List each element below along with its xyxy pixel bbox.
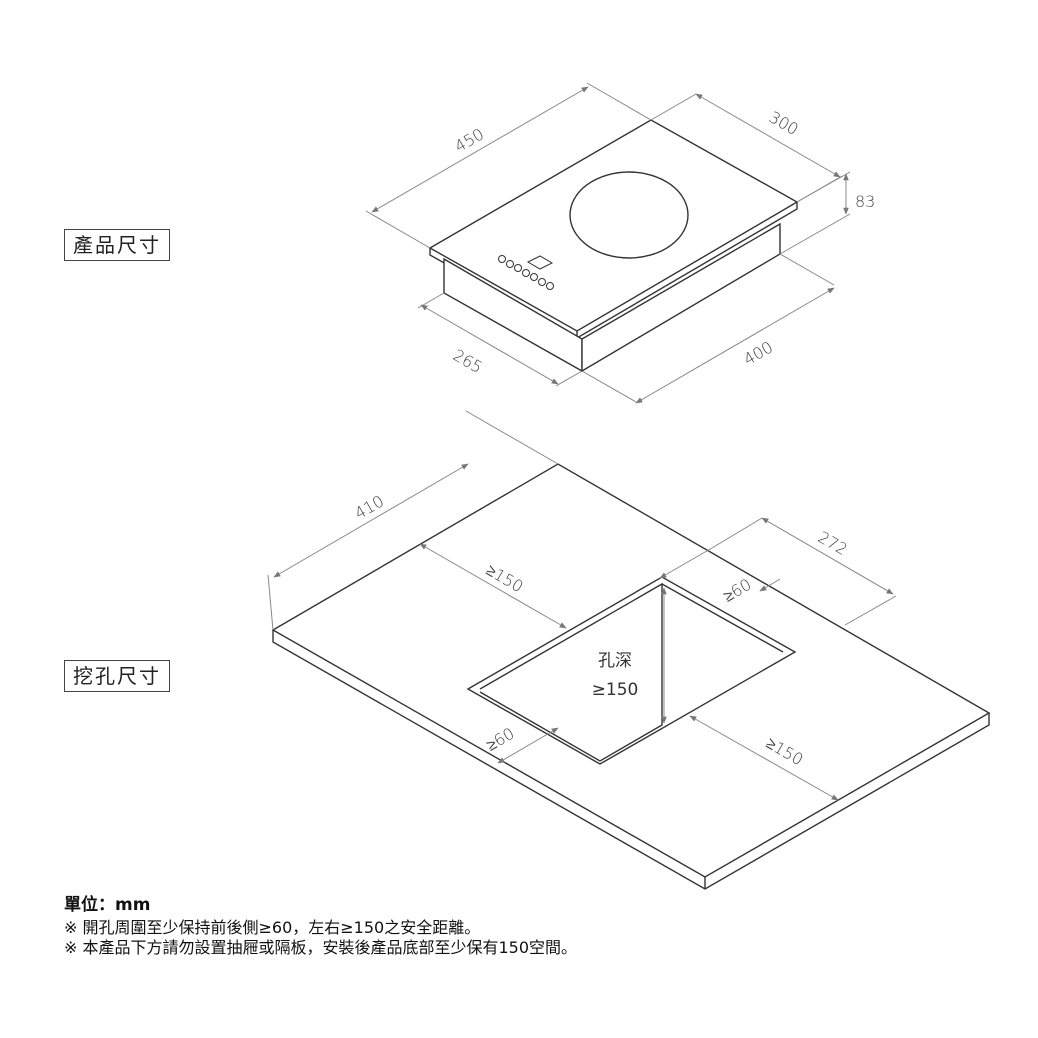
product-drawing [428,119,799,373]
dim-length: 450 [451,124,487,156]
cutout-dimension-lines [267,410,897,801]
dim-body-depth: 265 [450,345,486,377]
cutout-hole-inner [479,582,663,762]
unit-title: 單位：mm [64,895,151,915]
notes-section: 單位：mm ※ 開孔周圍至少保持前後側≥60，左右≥150之安全距離。 ※ 本產… [64,890,964,958]
hole-depth-label: 孔深 [598,651,632,671]
control-panel [498,255,554,290]
note-below-space: ※ 本產品下方請勿設置抽屜或隔板，安裝後產品底部至少保有150空間。 [64,938,578,957]
dim-body-length: 400 [740,337,776,369]
cooking-zone-circle [569,171,689,259]
cutout-size-label: 挖孔尺寸 [64,660,170,692]
dim-width: 300 [766,107,802,139]
product-size-label: 產品尺寸 [64,229,170,261]
dim-height: 83 [855,192,875,211]
hole-depth-value: ≥150 [592,680,639,700]
countertop-drawing [271,463,991,890]
dim-cutout-width: 272 [815,527,851,559]
dim-cutout-length: 410 [351,491,387,523]
note-clearance: ※ 開孔周圍至少保持前後側≥60，左右≥150之安全距離。 [64,918,481,937]
product-dimension-lines [365,82,851,404]
